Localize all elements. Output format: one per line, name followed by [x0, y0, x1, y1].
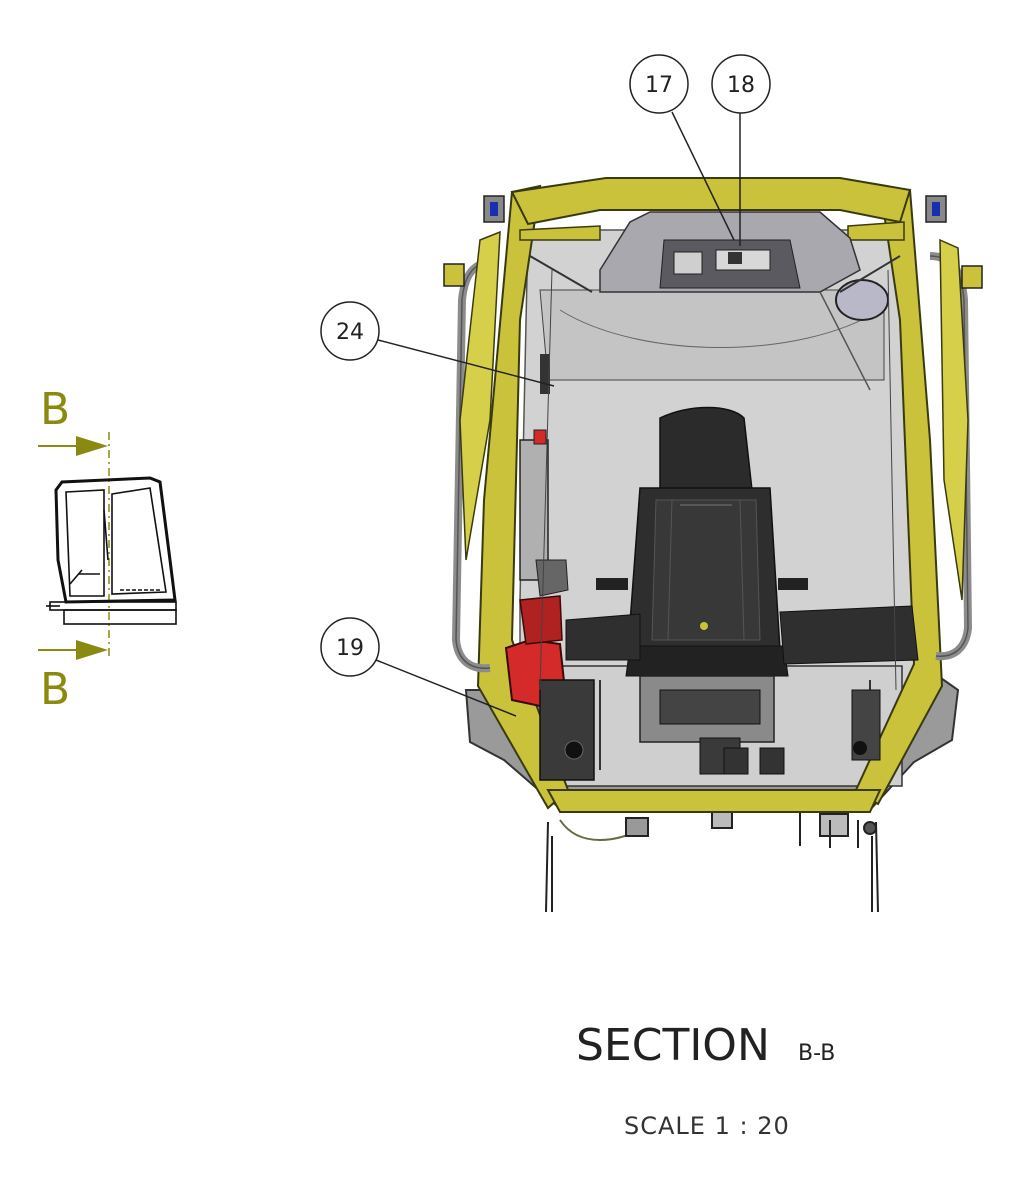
- callout-17-label: 17: [645, 73, 673, 98]
- left-work-light-icon: [443, 195, 505, 287]
- callout-18-label: 18: [727, 73, 755, 98]
- section-letter-bottom: B: [40, 664, 70, 715]
- interior-mirror: [835, 279, 889, 321]
- cab-frame-bottom-beam: [546, 789, 882, 813]
- section-title: SECTION: [576, 1020, 770, 1071]
- section-title-suffix: B-B: [798, 1041, 835, 1066]
- callout-19-label: 19: [336, 636, 364, 661]
- cab-side-view-thumbnail: [46, 476, 177, 625]
- section-arrow-bottom-icon: [76, 640, 108, 660]
- section-arrow-top-icon: [76, 436, 108, 456]
- cab-section-view: [443, 177, 983, 913]
- scale-label: SCALE 1 : 20: [624, 1112, 790, 1140]
- section-key-view: B B: [38, 384, 177, 715]
- callout-19: 19: [320, 617, 517, 717]
- right-work-light-icon: [925, 195, 983, 289]
- view-title: SECTION B-B SCALE 1 : 20: [576, 1020, 835, 1140]
- callout-24-label: 24: [336, 320, 364, 345]
- upper-window-band: [539, 289, 885, 381]
- operator-seat: [596, 406, 808, 775]
- callout-18: 18: [711, 54, 771, 246]
- callout-17: 17: [629, 54, 735, 241]
- cab-mount-legs: [545, 811, 879, 913]
- cab-frame-right-post: [854, 184, 944, 806]
- section-letter-top: B: [40, 384, 70, 435]
- callout-24: 24: [320, 301, 555, 387]
